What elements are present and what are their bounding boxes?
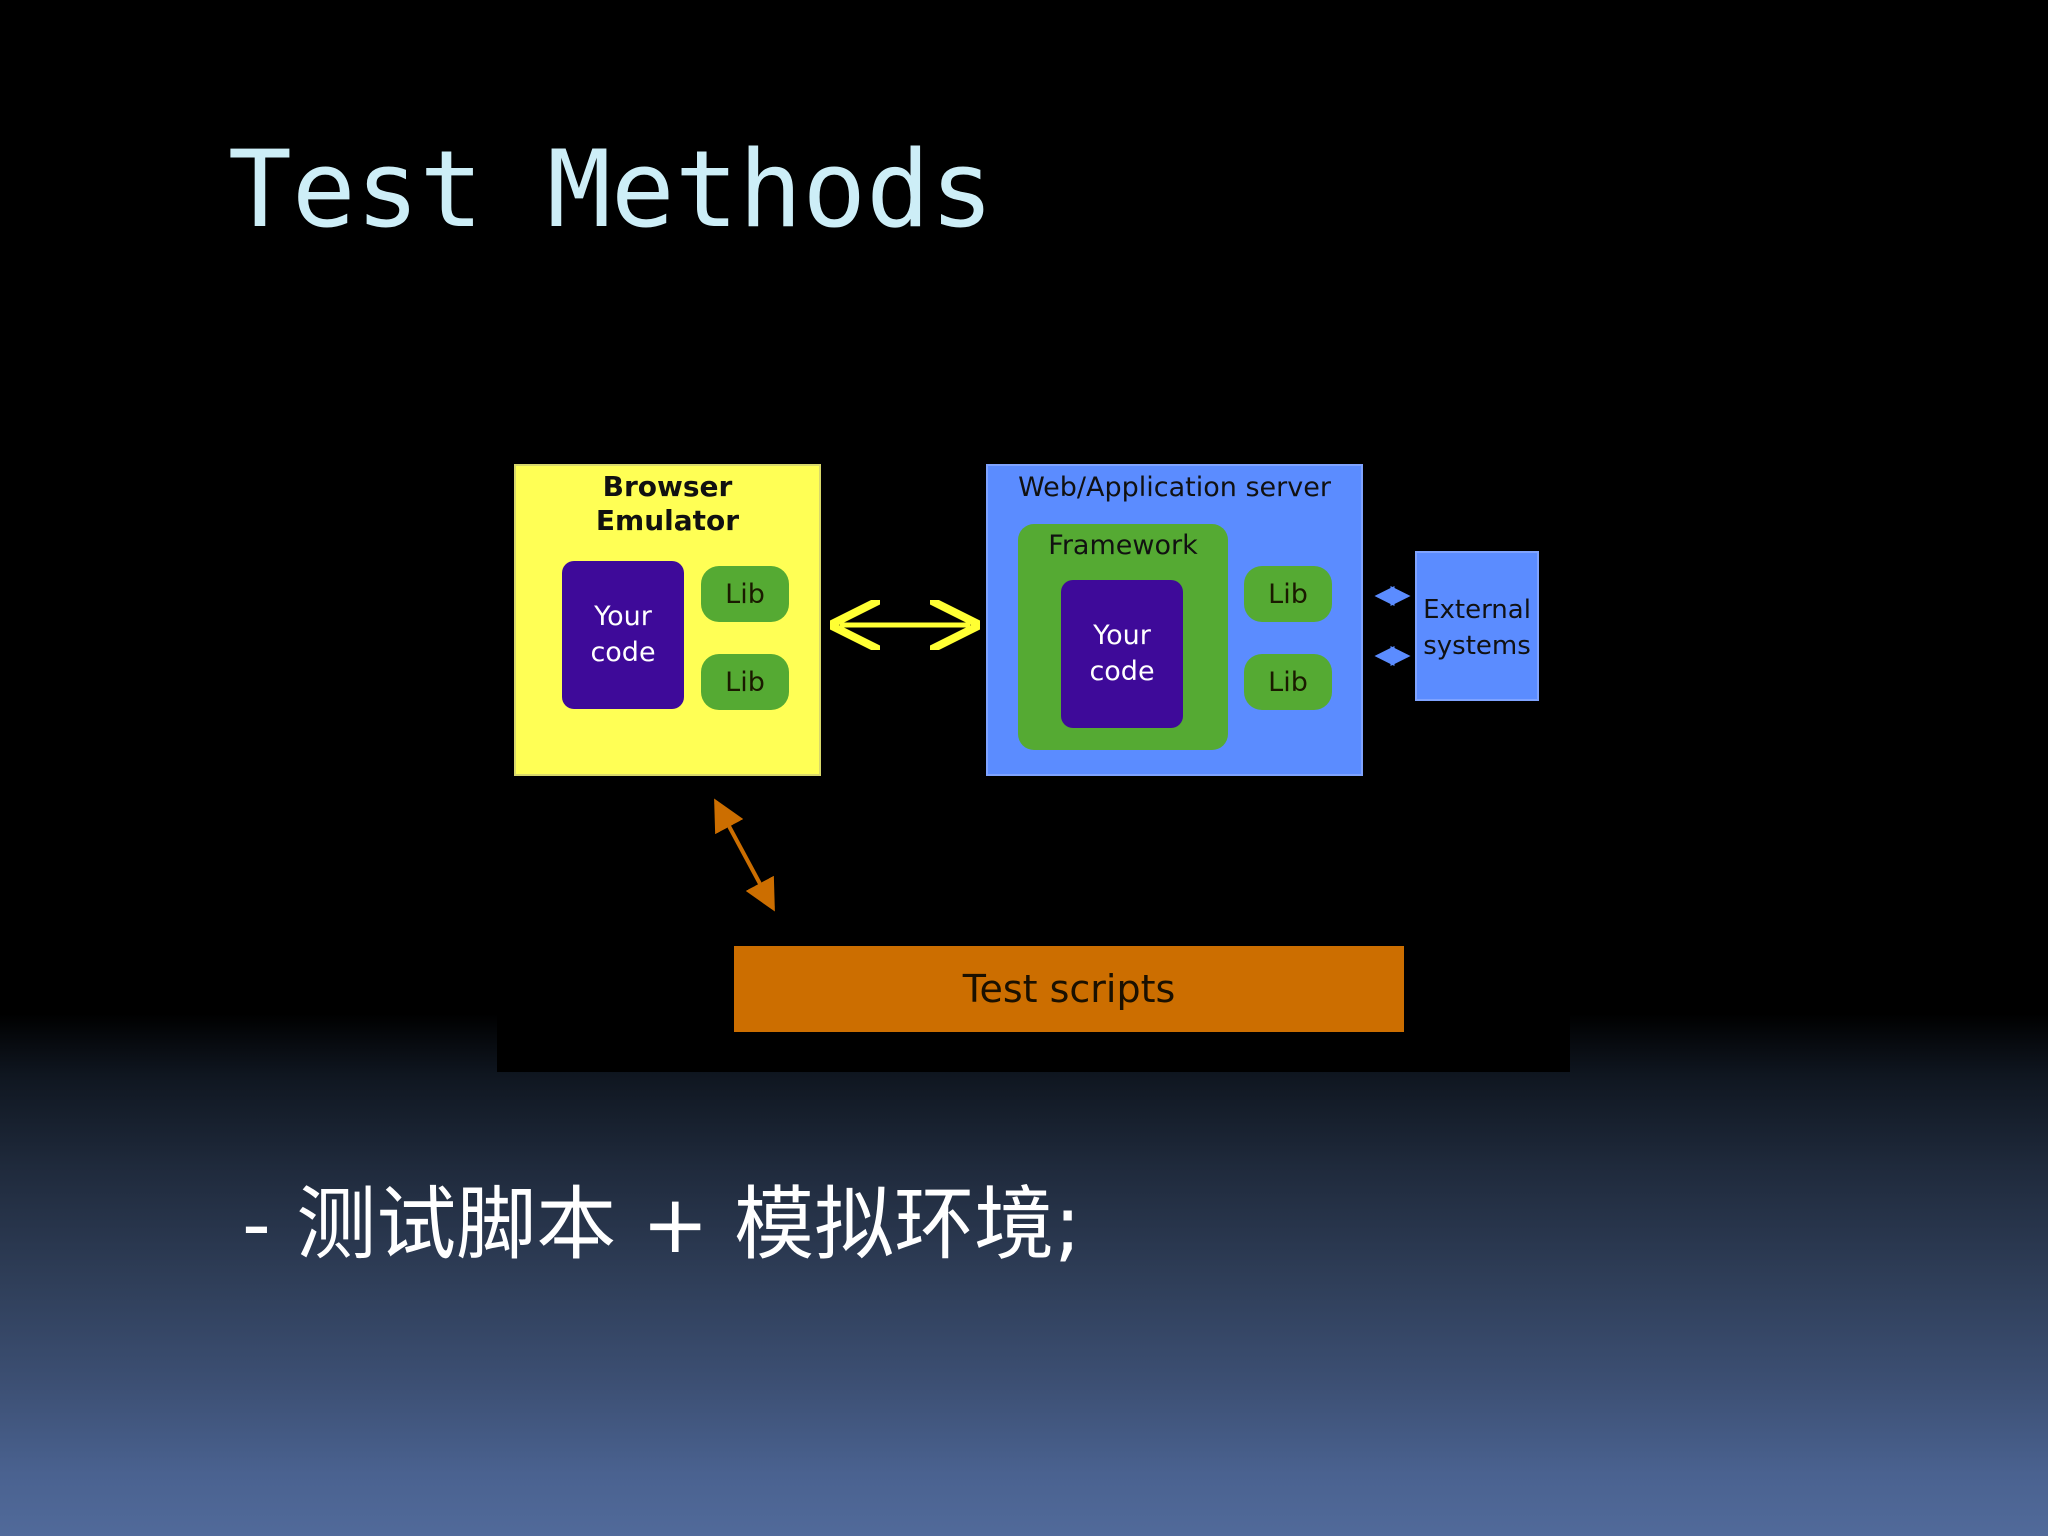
browser-your-code-box: Your code (562, 561, 684, 709)
server-lib-top: Lib (1244, 566, 1332, 622)
browser-emulator-label: Browser Emulator (595, 470, 740, 537)
bullet-text: - 测试脚本 + 模拟环境; (242, 1178, 1082, 1271)
external-systems-label: External systems (1423, 595, 1531, 661)
web-application-server-label: Web/Application server (1018, 472, 1331, 503)
server-your-code-box: Your code (1061, 580, 1183, 728)
test-scripts-box: Test scripts (734, 946, 1404, 1032)
browser-lib-top: Lib (701, 566, 789, 622)
slide-title: Test Methods (228, 128, 994, 251)
external-systems-box (1415, 551, 1539, 701)
browser-lib-bottom: Lib (701, 654, 789, 710)
server-lib-bottom: Lib (1244, 654, 1332, 710)
framework-label: Framework (1048, 530, 1198, 561)
